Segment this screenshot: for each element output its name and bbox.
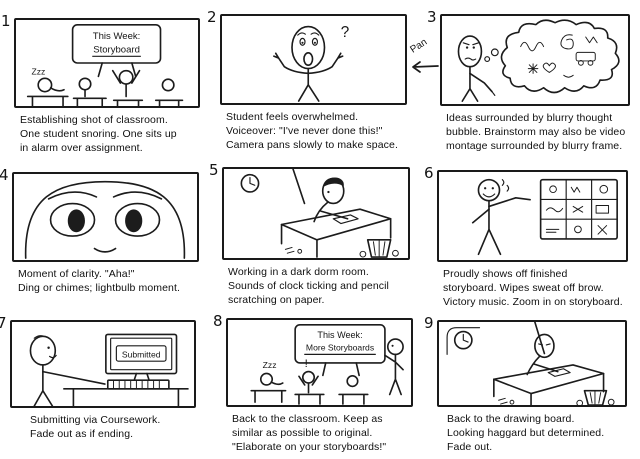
student-figure bbox=[154, 78, 184, 106]
pan-label: Pan bbox=[408, 37, 429, 56]
closeup-face bbox=[24, 180, 186, 259]
trash-basket bbox=[359, 239, 399, 258]
panel-8-caption: Back to the classroom. Keep as similar a… bbox=[232, 413, 387, 453]
haggard-student bbox=[526, 333, 559, 376]
question-mark-text: ? bbox=[341, 24, 350, 41]
panel-9-sketch bbox=[446, 322, 615, 405]
desk bbox=[63, 388, 189, 406]
panel-4-frame bbox=[12, 172, 199, 262]
panel-6-sketch bbox=[471, 178, 618, 256]
thinking-student bbox=[457, 35, 496, 102]
proud-student bbox=[471, 178, 531, 256]
trash-basket bbox=[576, 389, 615, 405]
panel-5-number: 5 bbox=[209, 161, 219, 179]
panel-3-frame bbox=[440, 14, 630, 106]
panel-2-frame: ? bbox=[220, 14, 407, 105]
alarm-text: ! bbox=[305, 358, 308, 370]
desk bbox=[280, 208, 392, 258]
panel-9-frame bbox=[437, 320, 627, 407]
keyboard bbox=[106, 379, 170, 390]
panel-1-sketch: This Week: Storyboard Zzz bbox=[26, 23, 184, 106]
panel-6-number: 6 bbox=[424, 164, 434, 182]
panel-8-sketch: This Week: More Storyboards Zzz bbox=[250, 323, 404, 405]
panel-8-frame: This Week: More Storyboards Zzz bbox=[226, 318, 413, 407]
panel-9-number: 9 bbox=[424, 314, 434, 332]
panel-5-caption: Working in a dark dorm room. Sounds of c… bbox=[228, 266, 389, 306]
computer-monitor: Submitted bbox=[105, 333, 178, 381]
teacher bbox=[384, 338, 404, 396]
board-text-line2: More Storyboards bbox=[306, 343, 374, 353]
panel-4-sketch bbox=[24, 180, 186, 259]
floor-papers bbox=[284, 246, 303, 254]
overwhelmed-student bbox=[273, 25, 344, 102]
thought-bubble bbox=[484, 19, 620, 94]
pencil-icon bbox=[491, 90, 496, 96]
snore-text: Zzz bbox=[263, 360, 277, 370]
board-text-line1: This Week: bbox=[317, 330, 362, 340]
blackboard: This Week: Storyboard bbox=[71, 23, 162, 78]
panel-9-caption: Back to the drawing board. Looking hagga… bbox=[447, 413, 605, 453]
alarmed-student: ! bbox=[294, 358, 325, 405]
panel-5-frame bbox=[222, 167, 410, 260]
lamp-line bbox=[292, 169, 306, 205]
pan-direction-indicator: Pan bbox=[406, 34, 441, 78]
lamp-line bbox=[534, 322, 546, 355]
snoring-student: Zzz bbox=[250, 360, 287, 403]
working-student bbox=[313, 177, 349, 223]
left-arrow-icon bbox=[412, 61, 439, 73]
student-figure bbox=[72, 77, 107, 106]
panel-1-frame: This Week: Storyboard Zzz bbox=[14, 18, 200, 108]
board-text-line2: Storyboard bbox=[93, 44, 140, 55]
panel-6-caption: Proudly shows off finished storyboard. W… bbox=[443, 268, 623, 308]
panel-7-sketch: Submitted bbox=[29, 333, 189, 406]
screen-text: Submitted bbox=[122, 349, 161, 359]
car-doodle-icon bbox=[575, 51, 596, 62]
paper-on-desk bbox=[547, 368, 571, 377]
student-figure bbox=[338, 375, 369, 405]
panel-3-sketch bbox=[457, 19, 620, 102]
panel-8-number: 8 bbox=[213, 312, 223, 330]
panel-7-number: 7 bbox=[0, 314, 7, 332]
desk bbox=[493, 364, 605, 405]
panel-7-caption: Submitting via Coursework. Fade out as i… bbox=[30, 414, 161, 440]
panel-1-caption: Establishing shot of classroom. One stud… bbox=[20, 114, 177, 154]
floor-papers bbox=[498, 397, 515, 405]
panel-3-caption: Ideas surrounded by blurry thought bubbl… bbox=[446, 112, 626, 152]
pan-arrow-sketch: Pan bbox=[408, 37, 439, 73]
panel-5-sketch bbox=[240, 169, 399, 258]
panel-4-caption: Moment of clarity. "Aha!" Ding or chimes… bbox=[18, 268, 181, 294]
sweat-drops-icon bbox=[501, 179, 510, 192]
panel-2-caption: Student feels overwhelmed. Voiceover: "I… bbox=[226, 111, 398, 151]
panel-4-number: 4 bbox=[0, 166, 9, 184]
alarmed-student bbox=[111, 69, 144, 106]
blackboard: This Week: More Storyboards bbox=[294, 323, 386, 377]
storyboard-grid bbox=[539, 178, 618, 240]
panel-1-number: 1 bbox=[1, 12, 11, 30]
snore-text: Zzz bbox=[32, 66, 46, 76]
clock-icon bbox=[446, 327, 481, 356]
clock-icon bbox=[240, 173, 260, 193]
heart-doodle-icon bbox=[542, 62, 556, 73]
board-text-line1: This Week: bbox=[93, 31, 141, 42]
panel-2-sketch: ? bbox=[273, 24, 350, 102]
star-doodle-icon bbox=[527, 63, 539, 74]
snoring-student: Zzz bbox=[26, 66, 69, 106]
submitting-student bbox=[29, 335, 106, 406]
panel-7-frame: Submitted bbox=[10, 320, 196, 408]
panel-2-number: 2 bbox=[207, 8, 217, 26]
paper-on-desk bbox=[332, 214, 359, 225]
panel-3-number: 3 bbox=[427, 8, 437, 26]
panel-6-frame bbox=[437, 170, 628, 262]
